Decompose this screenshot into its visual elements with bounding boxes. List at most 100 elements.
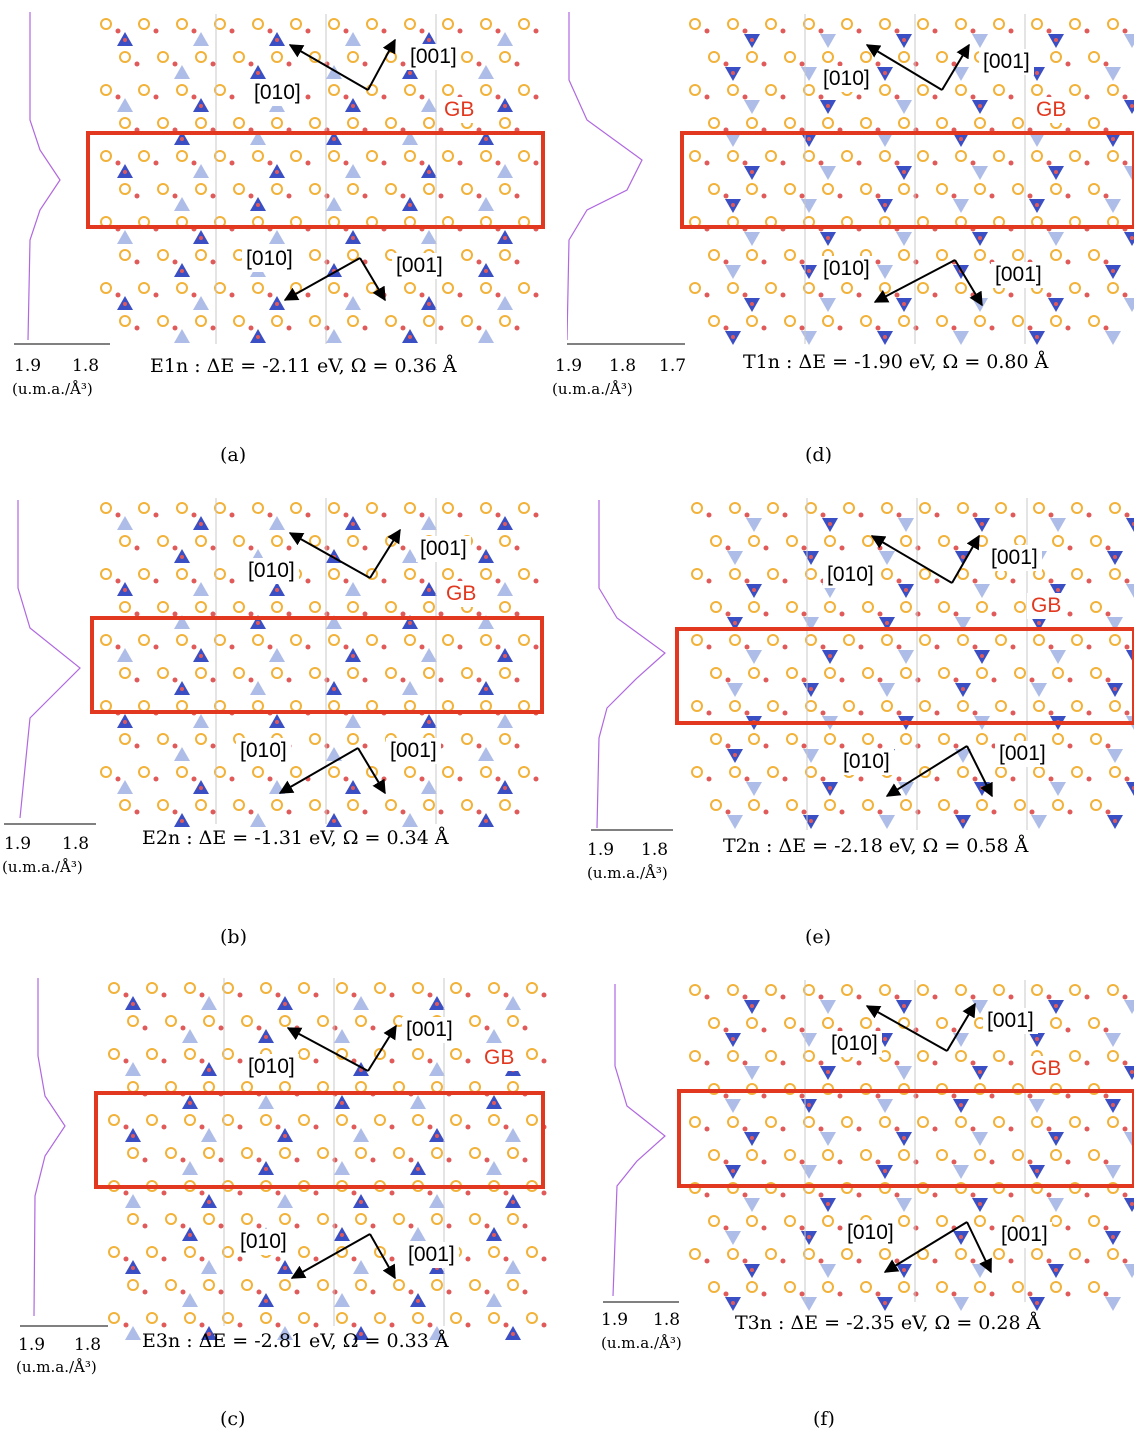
atom xyxy=(343,578,349,584)
atom xyxy=(127,1213,139,1225)
atom xyxy=(503,1190,509,1196)
atom xyxy=(828,786,832,790)
atom xyxy=(476,677,482,683)
tetrahedron xyxy=(486,1029,502,1043)
atom xyxy=(503,522,507,526)
atom xyxy=(704,1126,710,1132)
atom xyxy=(801,611,807,617)
atom xyxy=(708,1149,720,1161)
atom xyxy=(799,1159,805,1165)
atom xyxy=(689,282,701,294)
atom xyxy=(959,1103,963,1107)
atom xyxy=(214,150,226,162)
tetrahedron xyxy=(345,296,361,310)
tick-1: 1.9 xyxy=(4,834,32,854)
structure-figure-f xyxy=(603,980,1134,1311)
atom xyxy=(442,568,454,580)
atom xyxy=(784,1281,796,1293)
atom xyxy=(309,799,321,811)
atom xyxy=(324,677,330,683)
atom xyxy=(689,1116,701,1128)
atom xyxy=(725,809,731,815)
atom xyxy=(305,28,311,34)
tick-2: 1.8 xyxy=(653,1310,681,1330)
atom xyxy=(841,1116,853,1128)
atom xyxy=(1111,269,1115,273)
atom xyxy=(313,1256,319,1262)
tetrahedron xyxy=(1124,1066,1134,1080)
atom xyxy=(233,535,245,547)
atom xyxy=(328,700,340,712)
atom xyxy=(370,1289,376,1295)
atom xyxy=(765,1116,777,1128)
lattice-e xyxy=(691,498,1134,830)
atom xyxy=(1107,984,1119,996)
atom xyxy=(1052,535,1064,547)
atom xyxy=(389,1058,395,1064)
atom xyxy=(362,61,368,67)
tetrahedron xyxy=(421,780,437,794)
atom xyxy=(894,28,900,34)
atom xyxy=(499,535,511,547)
atom xyxy=(1035,203,1039,207)
atom xyxy=(199,786,203,790)
tetrahedron xyxy=(182,1029,198,1043)
atom xyxy=(799,1093,805,1099)
atom xyxy=(1065,193,1071,199)
atom xyxy=(801,743,807,749)
atom xyxy=(841,984,853,996)
atom xyxy=(214,84,226,96)
atom xyxy=(461,733,473,745)
atom xyxy=(507,1015,519,1027)
atom xyxy=(1054,1268,1058,1272)
atom xyxy=(1067,809,1073,815)
tetrahedron xyxy=(801,331,817,345)
atom xyxy=(412,1114,424,1126)
tetrahedron xyxy=(801,1033,817,1047)
atom xyxy=(1109,766,1121,778)
atom xyxy=(822,183,834,195)
atom xyxy=(153,292,159,298)
atom xyxy=(898,315,910,327)
atom xyxy=(1107,1116,1119,1128)
atom xyxy=(746,183,758,195)
gb-box-f xyxy=(677,1089,1134,1188)
atom xyxy=(423,183,435,195)
dir-label-010-bottom: [010] xyxy=(242,246,297,272)
atom xyxy=(932,94,938,100)
atom xyxy=(176,84,188,96)
atom xyxy=(826,104,830,108)
atom xyxy=(786,799,798,811)
atom xyxy=(877,677,883,683)
tetrahedron xyxy=(1124,1198,1134,1212)
tetrahedron xyxy=(193,582,209,596)
atom xyxy=(818,1126,824,1132)
atom xyxy=(894,1060,900,1066)
atom xyxy=(824,535,836,547)
tetrahedron xyxy=(174,65,190,79)
atom xyxy=(989,1159,995,1165)
atom xyxy=(191,160,197,166)
atom xyxy=(809,555,813,559)
atom xyxy=(843,700,855,712)
atom xyxy=(260,982,272,994)
atom xyxy=(389,1190,395,1196)
atom xyxy=(165,1147,177,1159)
atom xyxy=(767,502,779,514)
atom xyxy=(953,677,959,683)
atom xyxy=(199,236,203,240)
atom xyxy=(518,700,530,712)
atom xyxy=(961,819,965,823)
atom xyxy=(275,1124,281,1130)
atom xyxy=(1069,1050,1081,1062)
atom xyxy=(142,1157,148,1163)
atom xyxy=(355,1213,367,1225)
atom xyxy=(127,1015,139,1027)
atom xyxy=(290,766,302,778)
atom xyxy=(495,776,501,782)
atom xyxy=(1050,183,1062,195)
atom xyxy=(229,644,235,650)
atom xyxy=(252,634,264,646)
atom xyxy=(450,1048,462,1060)
atom xyxy=(731,1037,735,1041)
